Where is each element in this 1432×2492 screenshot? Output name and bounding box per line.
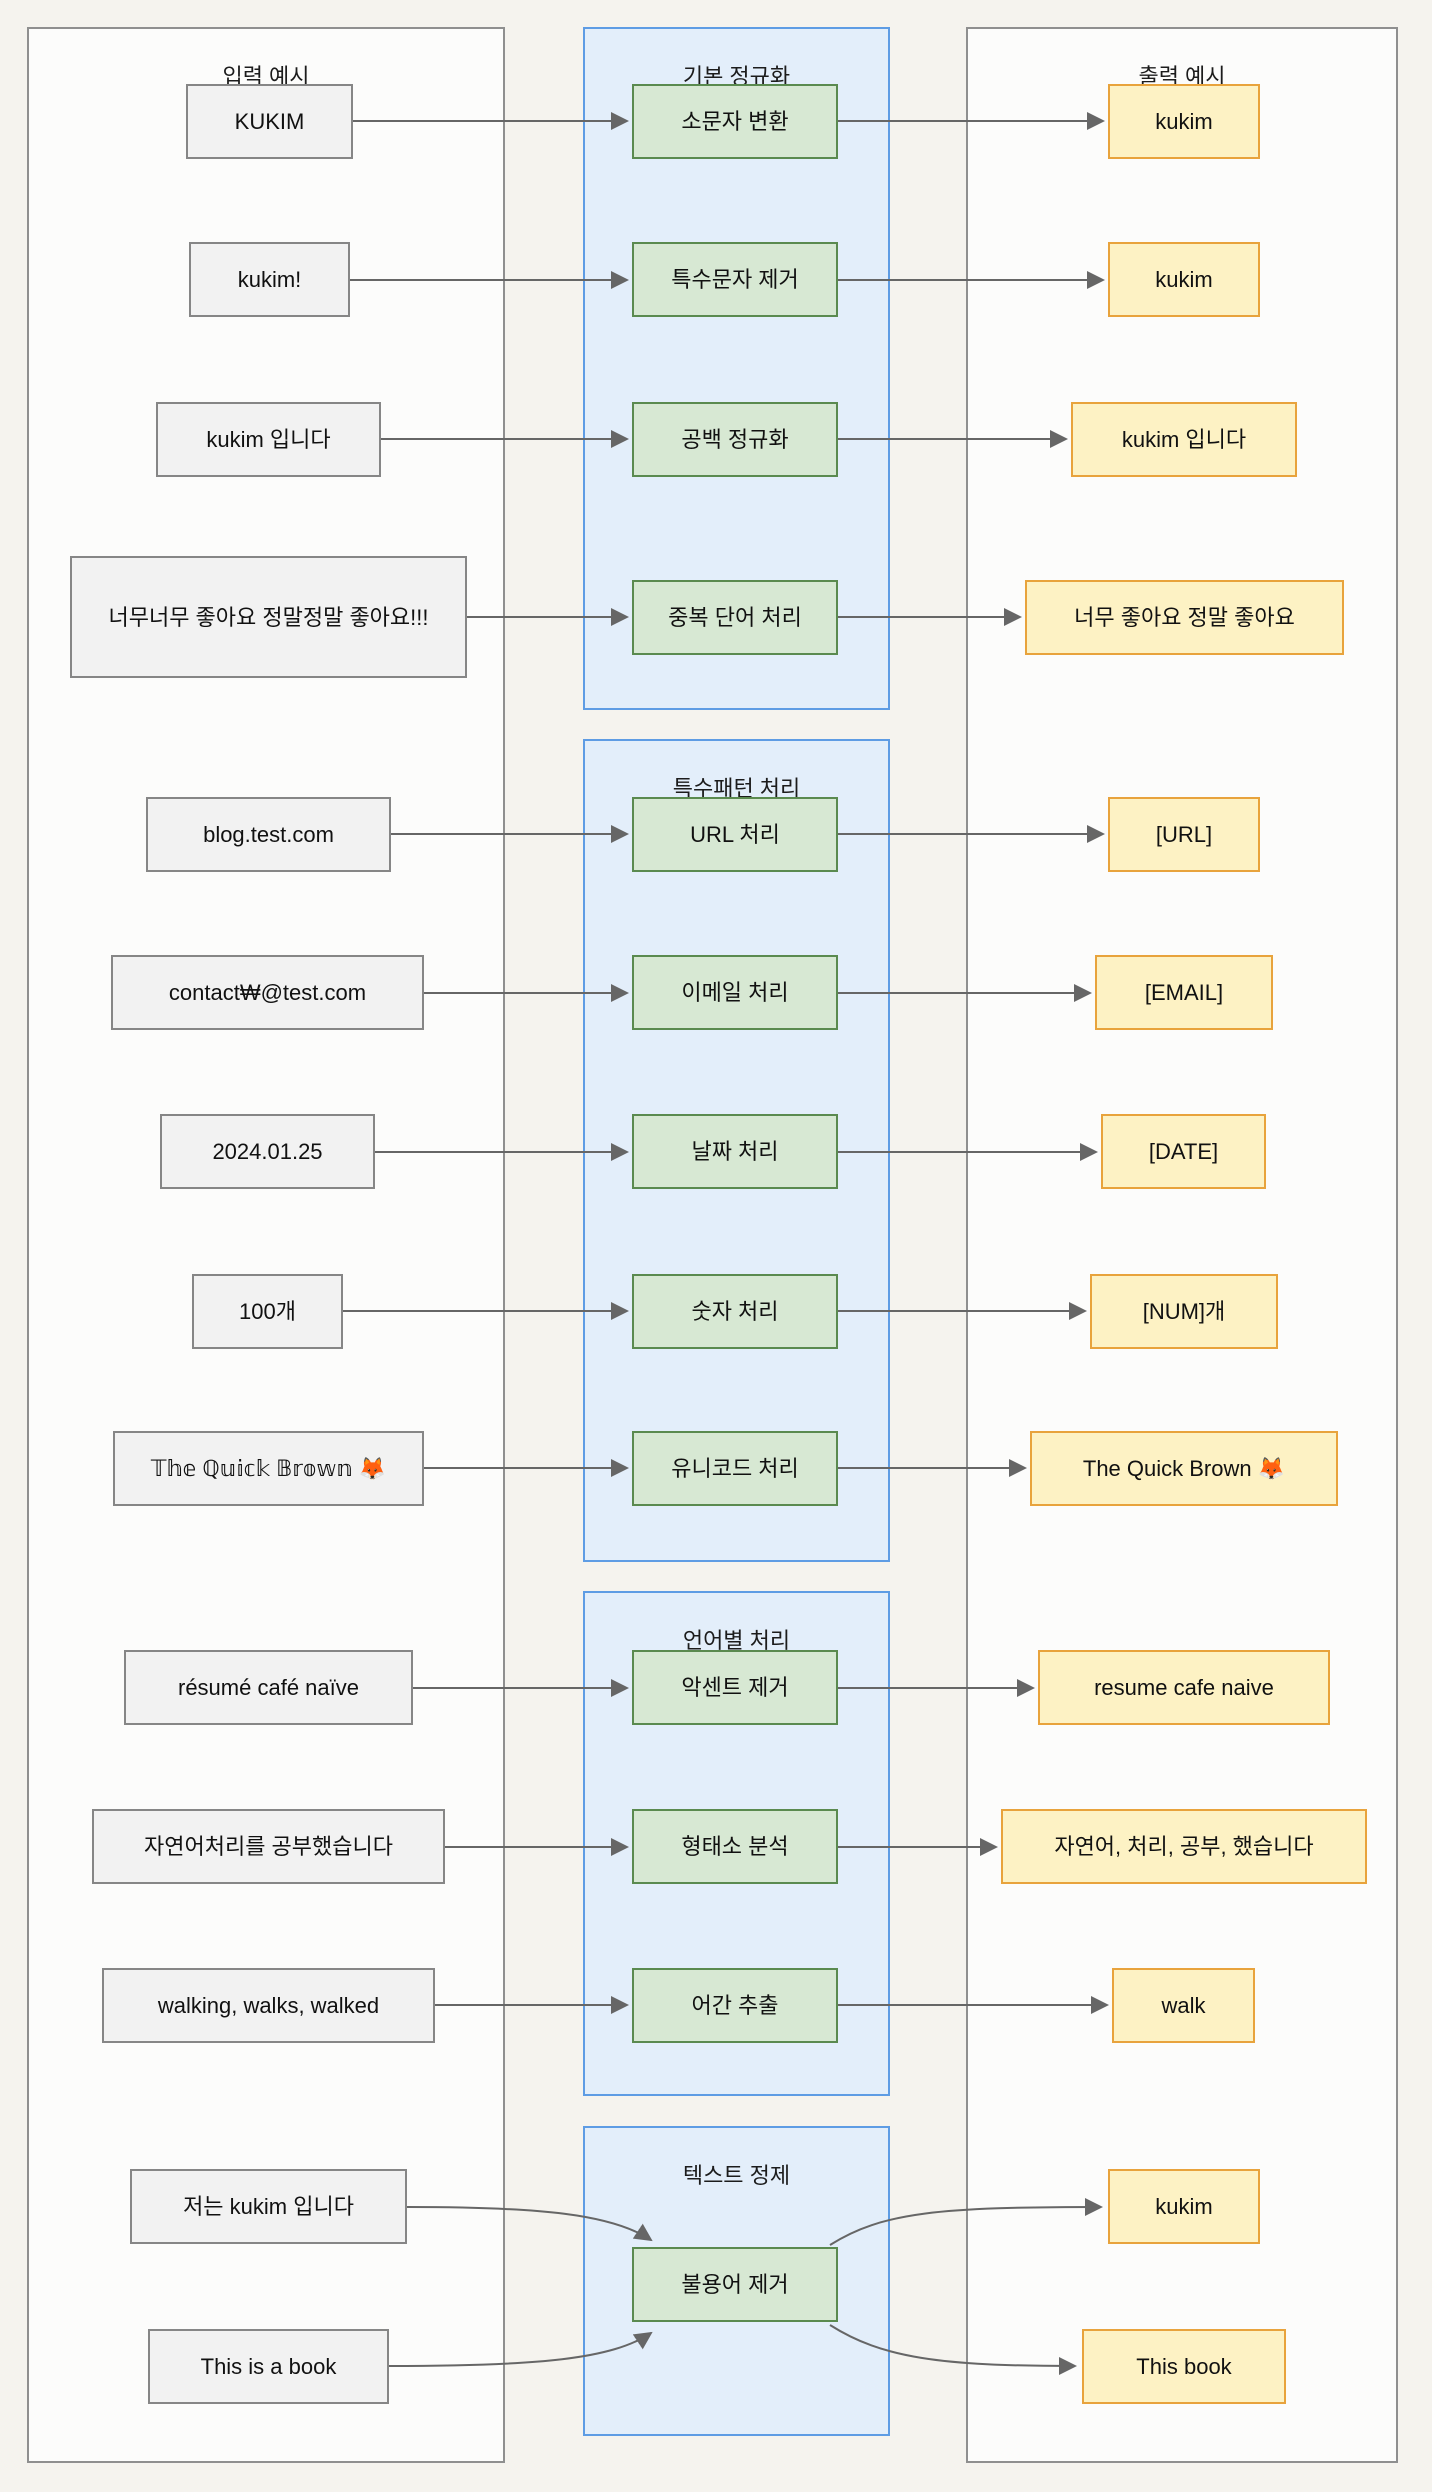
process-node-stem-extraction: 어간 추출 (632, 1968, 838, 2043)
input-node-morpheme: 자연어처리를 공부했습니다 (92, 1809, 445, 1884)
output-node-duplicate-word: 너무 좋아요 정말 좋아요 (1025, 580, 1344, 655)
input-node-unicode: 𝕋𝕙𝕖 ℚ𝕦𝕚𝕔𝕜 𝔹𝕣𝕠𝕨𝕟 🦊 (113, 1431, 424, 1506)
input-node-stopword-korean: 저는 kukim 입니다 (130, 2169, 407, 2244)
process-node-email-handling: 이메일 처리 (632, 955, 838, 1030)
input-node-url: blog.test.com (146, 797, 391, 872)
output-node-lowercase: kukim (1108, 84, 1260, 159)
output-node-whitespace: kukim 입니다 (1071, 402, 1297, 477)
input-node-accent: résumé café naïve (124, 1650, 413, 1725)
input-node-duplicate-word: 너무너무 좋아요 정말정말 좋아요!!! (70, 556, 467, 678)
output-node-date: [DATE] (1101, 1114, 1266, 1189)
process-node-whitespace-normalization: 공백 정규화 (632, 402, 838, 477)
output-node-stopword-korean: kukim (1108, 2169, 1260, 2244)
process-node-accent-removal: 악센트 제거 (632, 1650, 838, 1725)
input-node-special-char: kukim! (189, 242, 350, 317)
output-node-email: [EMAIL] (1095, 955, 1273, 1030)
output-node-number: [NUM]개 (1090, 1274, 1278, 1349)
process-node-stopword-removal: 불용어 제거 (632, 2247, 838, 2322)
process-node-duplicate-word-handling: 중복 단어 처리 (632, 580, 838, 655)
process-node-number-handling: 숫자 처리 (632, 1274, 838, 1349)
group-special-pattern-title: 특수패턴 처리 (672, 776, 801, 801)
output-node-url: [URL] (1108, 797, 1260, 872)
process-node-lowercase-conversion: 소문자 변환 (632, 84, 838, 159)
input-column: 입력 예시 (27, 27, 505, 2463)
output-column: 출력 예시 (966, 27, 1398, 2463)
process-node-date-handling: 날짜 처리 (632, 1114, 838, 1189)
input-node-lowercase: KUKIM (186, 84, 353, 159)
input-node-email: contact₩@test.com (111, 955, 424, 1030)
input-node-stemming: walking, walks, walked (102, 1968, 435, 2043)
output-node-stopword-english: This book (1082, 2329, 1286, 2404)
input-node-stopword-english: This is a book (148, 2329, 389, 2404)
process-node-unicode-handling: 유니코드 처리 (632, 1431, 838, 1506)
group-text-cleaning-title: 텍스트 정제 (682, 2163, 791, 2188)
input-node-number: 100개 (192, 1274, 343, 1349)
output-node-unicode: The Quick Brown 🦊 (1030, 1431, 1338, 1506)
output-node-morpheme: 자연어, 처리, 공부, 했습니다 (1001, 1809, 1367, 1884)
output-node-stemming: walk (1112, 1968, 1255, 2043)
input-node-date: 2024.01.25 (160, 1114, 375, 1189)
process-node-morpheme-analysis: 형태소 분석 (632, 1809, 838, 1884)
process-node-special-char-removal: 특수문자 제거 (632, 242, 838, 317)
input-node-whitespace: kukim 입니다 (156, 402, 381, 477)
group-language-specific-title: 언어별 처리 (682, 1628, 791, 1653)
output-node-accent: resume cafe naive (1038, 1650, 1330, 1725)
output-node-special-char: kukim (1108, 242, 1260, 317)
process-node-url-handling: URL 처리 (632, 797, 838, 872)
